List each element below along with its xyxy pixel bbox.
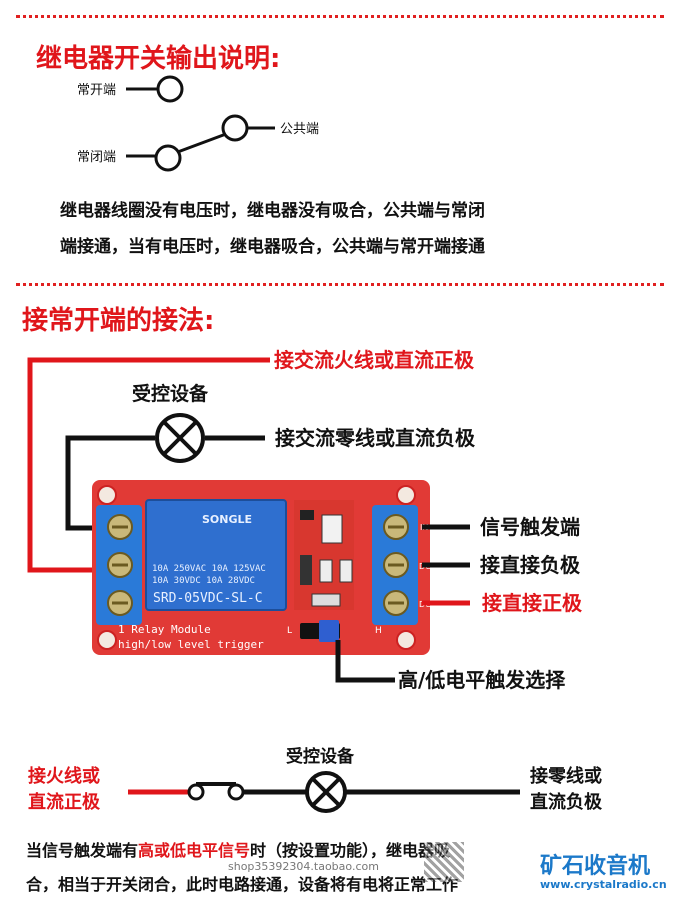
footer-line1-part-b: 时（按设置功能），继电器吸 [250, 841, 451, 860]
relay-component [145, 499, 287, 611]
select-label: 高/低电平触发选择 [398, 668, 566, 692]
circuit-switch-left-contact [187, 783, 205, 801]
circuit-live-label-1: 接火线或 [28, 765, 100, 787]
qr-code-icon [424, 842, 464, 882]
device-return-wire [65, 435, 155, 531]
signal-label: 信号触发端 [480, 515, 580, 539]
com-terminal-contact [221, 114, 249, 142]
circuit-device-label: 受控设备 [286, 746, 355, 767]
footer-line1: 当信号触发端有高或低电平信号时（按设置功能），继电器吸 [26, 834, 666, 868]
brand-watermark-url: www.crystalradio.cn [540, 878, 667, 891]
relay-module-board: SONGLE 10A 250VAC 10A 125VAC 10A 30VDC 1… [92, 480, 437, 655]
top-divider [16, 15, 664, 18]
live-label: 接交流火线或直流正极 [274, 348, 475, 372]
circuit-schematic: 接火线或 直流正极 受控设备 接零线或 直流负极 [28, 746, 603, 813]
switch-blade [174, 132, 227, 155]
footer-line1-part-a: 当信号触发端有 [26, 841, 139, 860]
circuit-live-label-2: 直流正极 [28, 791, 101, 813]
section1-description: 继电器线圈没有电压时，继电器没有吸合，公共端与常闭 端接通，当有电压时，继电器吸… [60, 193, 485, 265]
neutral-label: 接交流零线或直流负极 [275, 426, 476, 450]
middle-divider [16, 283, 664, 286]
circuit-neutral-label-1: 接零线或 [530, 765, 602, 787]
no-terminal-label: 常开端 [77, 83, 116, 98]
neg-label: 接直接负极 [480, 553, 581, 577]
section1-description-line2: 端接通，当有电压时，继电器吸合，公共端与常开端接通 [60, 237, 485, 257]
footer-line1-highlight: 高或低电平信号 [138, 841, 251, 860]
section2-title: 接常开端的接法: [22, 306, 215, 336]
section1-title: 继电器开关输出说明: [36, 44, 281, 74]
section1-description-line1: 继电器线圈没有电压时，继电器没有吸合，公共端与常闭 [60, 201, 485, 221]
select-pointer [335, 640, 395, 683]
brand-watermark-logo: 矿石收音机 [540, 854, 651, 879]
no-terminal-contact [156, 75, 184, 103]
pos-label: 接直接正极 [482, 591, 583, 615]
relay-spec2: 10A 30VDC 10A 28VDC [152, 576, 255, 586]
circuit-neutral-label-2: 直流负极 [530, 791, 603, 813]
footer-line2: 合，相当于开关闭合，此时电路接通，设备将有电将正常工作 [26, 875, 459, 894]
shop-watermark: shop35392304.taobao.com [228, 860, 379, 873]
module-line1: 1 Relay Module [118, 623, 211, 636]
com-terminal-label: 公共端 [280, 122, 319, 137]
circuit-switch-right-contact [227, 783, 245, 801]
device-label: 受控设备 [132, 382, 209, 405]
relay-brand: SONGLE [202, 513, 252, 526]
nc-terminal-contact [154, 144, 182, 172]
jumper-l-label: L [287, 626, 292, 636]
switch-symbol-diagram: 常开端 公共端 常闭端 [77, 75, 319, 172]
module-line2: high/low level trigger [118, 638, 264, 651]
wiring-diagram: 受控设备 接交流火线或直流正极 接交流零线或直流负极 SONGLE 10A 25… [27, 348, 583, 692]
live-wire [27, 357, 270, 573]
relay-model: SRD-05VDC-SL-C [153, 591, 263, 606]
nc-terminal-label: 常闭端 [77, 150, 116, 165]
jumper-h-label: H [375, 626, 382, 636]
relay-spec1: 10A 250VAC 10A 125VAC [152, 564, 266, 574]
footer-text: 当信号触发端有高或低电平信号时（按设置功能），继电器吸 合，相当于开关闭合，此时… [26, 834, 666, 902]
